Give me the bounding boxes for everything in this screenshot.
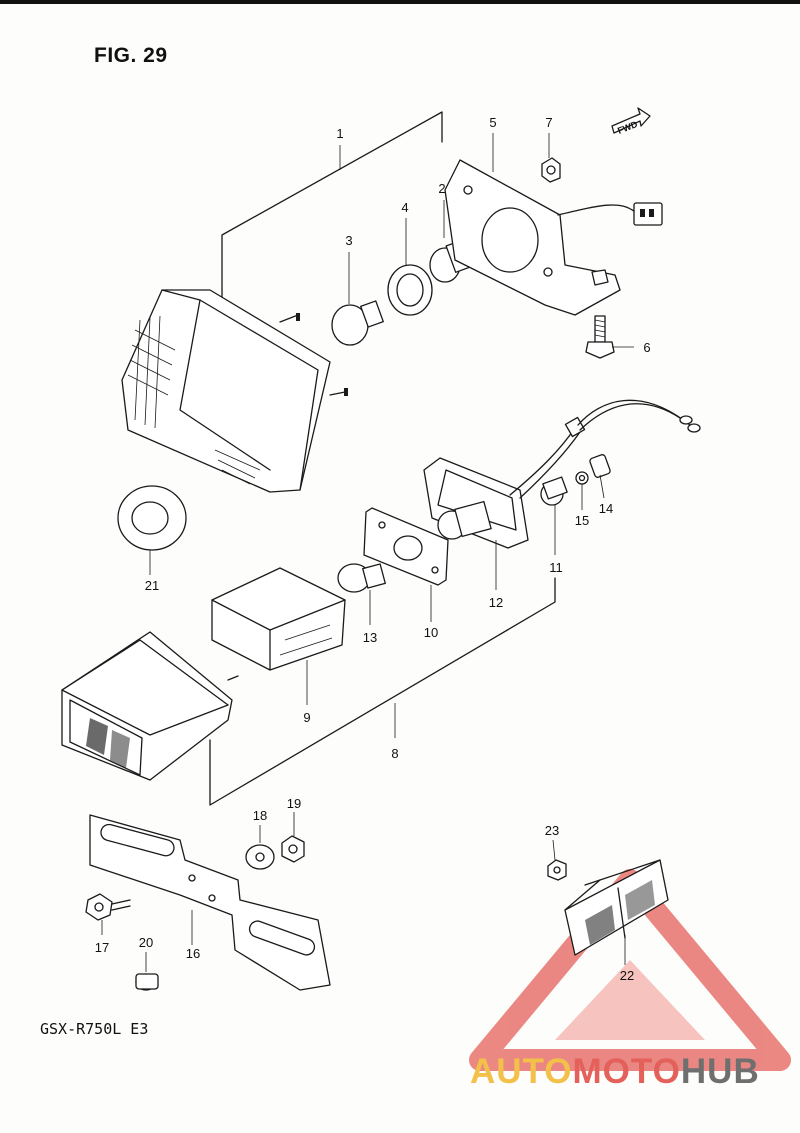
collar-11	[540, 476, 568, 506]
lens-9	[211, 567, 346, 671]
callout-22: 22	[620, 968, 634, 983]
callout-23: 23	[545, 823, 559, 838]
lamp-housing-12	[423, 399, 701, 549]
grommet-21	[117, 485, 187, 551]
callout-17: 17	[95, 940, 109, 955]
bolt-17	[85, 893, 131, 921]
gasket-ring-4	[387, 264, 433, 316]
watermark-text-moto: MOTO	[572, 1052, 681, 1091]
washer-18	[245, 844, 275, 870]
callout-4: 4	[401, 200, 408, 215]
washer-15	[575, 471, 589, 485]
callout-13: 13	[363, 630, 377, 645]
bulb-20	[135, 973, 159, 991]
callout-5: 5	[489, 115, 496, 130]
bracket-plate-5	[444, 159, 663, 316]
callout-labels: 1 2 3 4 5 6 7 8 9 10 11 12 13 14 15 16 1…	[95, 115, 651, 983]
callout-3: 3	[345, 233, 352, 248]
callout-11: 11	[549, 560, 563, 575]
leader-lines	[101, 133, 634, 972]
callout-14: 14	[599, 501, 613, 516]
bulb-13	[337, 563, 386, 593]
automotohub-watermark: AUTOMOTOHUB	[470, 1052, 760, 1092]
figure-title: FIG. 29	[94, 44, 168, 67]
nut-7	[541, 157, 561, 183]
callout-6: 6	[643, 340, 650, 355]
bulb-3	[331, 300, 384, 346]
nut-23	[547, 859, 567, 881]
tail-lamp-body-8	[61, 631, 239, 781]
bracket-8-line	[209, 577, 556, 806]
callout-1: 1	[336, 126, 343, 141]
callout-7: 7	[545, 115, 552, 130]
callout-2: 2	[438, 181, 445, 196]
nut-19	[281, 835, 305, 863]
callout-20: 20	[139, 935, 153, 950]
spacer-14	[589, 454, 611, 478]
gasket-10	[363, 507, 449, 586]
callout-18: 18	[253, 808, 267, 823]
watermark-text-hub: HUB	[680, 1052, 760, 1091]
forward-arrow-icon: FWD	[611, 107, 651, 136]
callout-19: 19	[287, 796, 301, 811]
model-code: GSX-R750L E3	[40, 1020, 149, 1038]
callout-21: 21	[145, 578, 159, 593]
bracket-1-line	[221, 111, 443, 301]
callout-8: 8	[391, 746, 398, 761]
forward-arrow-label: FWD	[616, 119, 639, 136]
callout-9: 9	[303, 710, 310, 725]
watermark-text-auto: AUTO	[470, 1052, 573, 1091]
reflector-22	[564, 859, 669, 956]
tail-lamp-assembly	[121, 289, 348, 493]
watermark-triangle-icon	[469, 869, 791, 1071]
callout-10: 10	[424, 625, 438, 640]
top-border	[0, 0, 800, 4]
callout-16: 16	[186, 946, 200, 961]
callout-12: 12	[489, 595, 503, 610]
license-bracket-16	[89, 814, 331, 991]
bolt-6	[585, 315, 615, 359]
callout-15: 15	[575, 513, 589, 528]
